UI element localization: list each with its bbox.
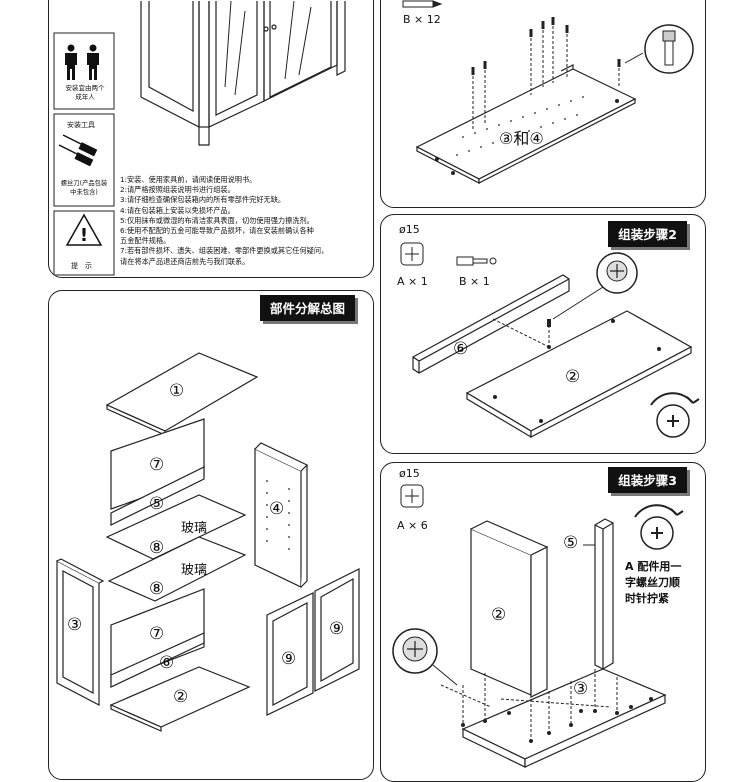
part-label-9-left: ⑨ bbox=[281, 649, 297, 669]
step2-diagram bbox=[400, 242, 700, 439]
tools-note: 螺丝刀(产品包装中未包含) bbox=[60, 180, 108, 196]
part-label-5: ⑤ bbox=[149, 494, 165, 514]
tools-caption: 安装工具 bbox=[67, 121, 95, 129]
part-label-7-lower: ⑦ bbox=[149, 624, 165, 644]
step2-part-a: ⑥ bbox=[453, 339, 469, 359]
people-caption: 安装宜由两个成年人 bbox=[65, 84, 105, 101]
note-item: 4:请在包装箱上安装以免损坏产品。 bbox=[120, 205, 235, 215]
step1-panel: B × 12 ③和④ bbox=[380, 0, 706, 208]
step3-part-a: ⑤ bbox=[563, 533, 579, 553]
part-label-1: ① bbox=[169, 381, 185, 401]
warning-caption: 提 示 bbox=[71, 262, 92, 270]
wardrobe-top-illustration: ! bbox=[53, 0, 346, 276]
note-item: 请在将本产品退还商店前先与我们联系。 bbox=[120, 256, 250, 266]
instruction-line: 字螺丝刀顺 bbox=[625, 576, 680, 589]
notes-list: 1:安装、使用家具前，请阅读使用说明书。 2:请严格按照组装说明书进行组装。 3… bbox=[120, 175, 328, 267]
step2-diameter: ø15 bbox=[399, 223, 420, 236]
glass-label-upper: 玻璃 bbox=[181, 521, 208, 536]
part-label-2: ② bbox=[173, 687, 189, 707]
note-item: 7:若有部件损坏、遗失、组装困难、零部件更换或其它任何疑问， bbox=[120, 246, 329, 256]
step1-diagram bbox=[402, 0, 694, 184]
step2-hardware-b: B × 1 bbox=[459, 275, 490, 288]
step3-diagram bbox=[392, 484, 684, 768]
part-label-7-upper: ⑦ bbox=[149, 455, 165, 475]
note-item: 2:请严格按照组装说明书进行组装。 bbox=[120, 185, 235, 195]
step2-title: 组装步骤2 bbox=[608, 221, 687, 247]
step3-part-c: ③ bbox=[573, 679, 589, 699]
intro-panel: ! 安装宜由两个成年人 安装工具 螺丝刀(产品包装中未包含) 提 示 1:安装、… bbox=[48, 0, 374, 278]
part-label-4: ④ bbox=[269, 499, 285, 519]
svg-text:!: ! bbox=[80, 225, 88, 246]
part-label-9-right: ⑨ bbox=[329, 619, 345, 639]
step3-part-b: ② bbox=[491, 605, 507, 625]
note-item: 五金配件规格。 bbox=[120, 236, 171, 246]
step3-instruction: A 配件用一 字螺丝刀顺 时针拧紧 bbox=[625, 559, 681, 607]
note-item: 5:仅用抹布或微湿的布清洁家具表面，切勿使用强力擦洗剂。 bbox=[120, 215, 314, 225]
part-label-6: ⑥ bbox=[159, 653, 175, 673]
exploded-view-panel: 部件分解总图 bbox=[48, 290, 374, 780]
part-label-8-upper: ⑧ bbox=[149, 538, 165, 558]
note-item: 1:安装、使用家具前，请阅读使用说明书。 bbox=[120, 175, 257, 184]
step1-part-label: ③和④ bbox=[499, 129, 544, 148]
step3-panel: 组装步骤3 bbox=[380, 462, 706, 782]
step1-hardware-count: B × 12 bbox=[403, 13, 441, 26]
note-item: 3:请仔细检查确保包装箱内的所有零部件完好无缺。 bbox=[120, 195, 286, 205]
glass-label-lower: 玻璃 bbox=[181, 563, 208, 578]
instruction-line: 时针拧紧 bbox=[625, 592, 669, 605]
exploded-view-title: 部件分解总图 bbox=[259, 295, 355, 321]
step2-hardware-a: A × 1 bbox=[397, 275, 428, 288]
note-item: 6:使用不配配的五金可能导致产品损坏，请在安装前确认各种 bbox=[120, 226, 314, 236]
step2-panel: 组装步骤2 bbox=[380, 214, 706, 454]
step3-title: 组装步骤3 bbox=[608, 467, 687, 493]
step3-diameter: ø15 bbox=[399, 467, 420, 480]
step2-part-b: ② bbox=[565, 367, 581, 387]
part-label-8-lower: ⑧ bbox=[149, 579, 165, 599]
part-label-3: ③ bbox=[67, 615, 83, 635]
exploded-view-diagram bbox=[56, 352, 360, 732]
instruction-line: A 配件用一 bbox=[625, 560, 682, 573]
step3-hardware-a: A × 6 bbox=[397, 519, 428, 532]
